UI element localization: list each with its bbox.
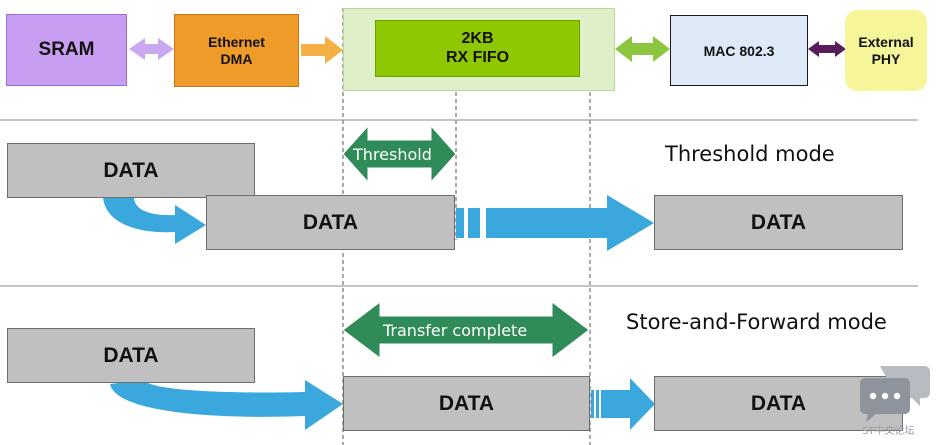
threshold-curved-arrow <box>103 197 206 244</box>
fifo-mac-arrow <box>615 36 670 62</box>
threshold-flow-arrow <box>486 195 654 251</box>
mac-block: MAC 802.3 <box>670 15 808 86</box>
data-label: DATA <box>302 210 359 234</box>
dma-label-line2: DMA <box>220 50 253 67</box>
mac-label: MAC 802.3 <box>703 42 775 59</box>
threshold-stream-bar-1 <box>456 208 464 238</box>
data-label: DATA <box>438 391 495 415</box>
ethernet-dma-block: Ethernet DMA <box>174 14 299 87</box>
threshold-range-arrow <box>342 124 457 184</box>
threshold-stream-bar-2 <box>468 208 480 238</box>
fifo-label-line2: RX FIFO <box>445 48 510 66</box>
data-label: DATA <box>750 391 807 415</box>
sram-block: SRAM <box>6 14 127 86</box>
chat-bubble-icon <box>860 366 930 422</box>
threshold-arrow-label: Threshold <box>353 145 432 164</box>
threshold-mode-label: Threshold mode <box>665 142 835 166</box>
external-phy-block: External PHY <box>845 10 927 91</box>
watermark-text: ST中文论坛 <box>862 426 915 437</box>
transfer-complete-arrow-label: Transfer complete <box>383 321 528 340</box>
dma-fifo-arrow <box>301 36 343 64</box>
threshold-dest-data-block: DATA <box>654 195 903 250</box>
sram-label: SRAM <box>38 39 95 60</box>
saf-curved-arrow <box>110 380 343 430</box>
phy-label-line2: PHY <box>871 50 901 67</box>
phy-label-line1: External <box>858 34 914 51</box>
saf-flow-arrow <box>601 378 655 430</box>
sram-dma-arrow <box>129 38 174 60</box>
threshold-source-data-block: DATA <box>7 143 255 198</box>
rx-fifo-block: 2KB RX FIFO <box>375 20 580 77</box>
saf-fifo-data-block: DATA <box>343 376 590 431</box>
saf-stream-bar-2 <box>596 390 599 418</box>
threshold-fifo-data-block: DATA <box>206 195 455 250</box>
mac-phy-arrow <box>808 41 846 57</box>
transfer-complete-range-arrow <box>342 300 590 360</box>
dma-label-line1: Ethernet <box>208 34 265 51</box>
data-label: DATA <box>103 158 159 182</box>
saf-stream-bar-1 <box>591 390 594 418</box>
store-and-forward-mode-label: Store-and-Forward mode <box>626 310 887 334</box>
saf-source-data-block: DATA <box>7 328 255 383</box>
data-label: DATA <box>103 343 159 367</box>
data-label: DATA <box>750 210 807 234</box>
fifo-label-line1: 2KB <box>461 30 494 48</box>
